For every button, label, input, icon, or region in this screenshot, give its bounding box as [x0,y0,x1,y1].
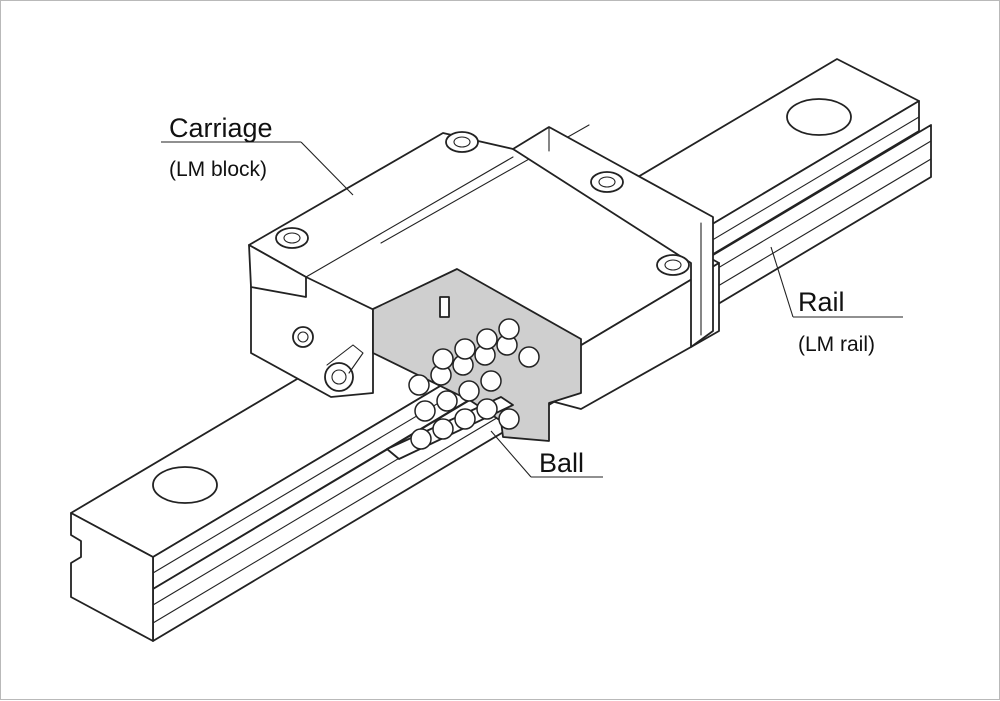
rail-subtitle: (LM rail) [798,333,875,356]
carriage-title: Carriage [169,113,273,143]
label-ball: Ball [490,430,603,478]
ball-title: Ball [539,448,584,478]
carriage-hole-rear-right [590,171,624,193]
label-carriage: Carriage (LM block) [161,113,354,196]
grease-nipple [292,326,364,392]
carriage [248,124,720,442]
rail-mounting-hole-front [152,466,218,504]
carriage-front-face [248,244,307,298]
set-screw [439,296,450,318]
rail-title: Rail [798,287,845,317]
carriage-hole-rear-left [445,131,479,153]
label-rail: Rail (LM rail) [770,246,903,356]
rail-end-profile [70,512,154,642]
carriage-hole-front-right [656,254,690,276]
carriage-hole-front-left [275,227,309,249]
carriage-subtitle: (LM block) [169,158,267,181]
ball-rows [386,318,540,460]
rail-mounting-hole-rear [786,98,852,136]
